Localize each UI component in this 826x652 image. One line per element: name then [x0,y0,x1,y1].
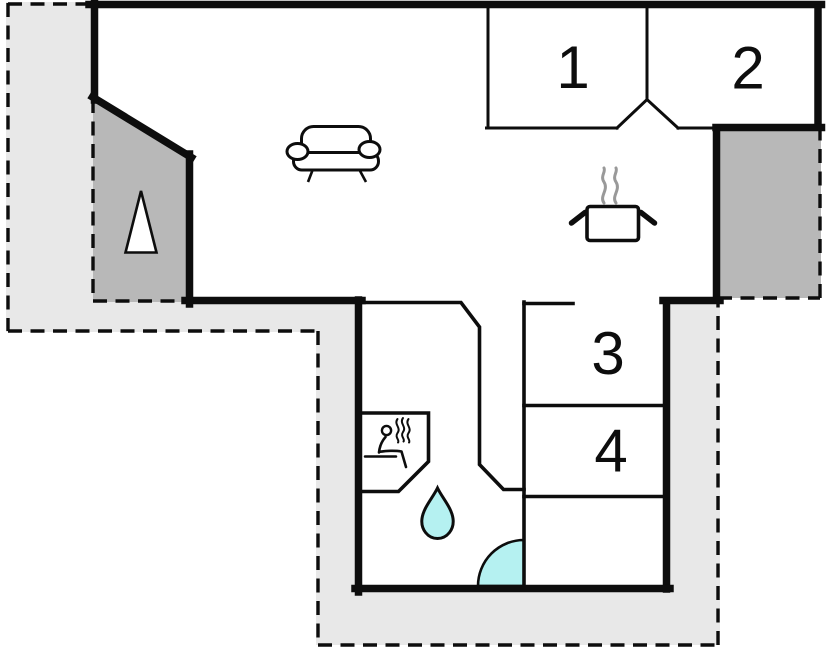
sofa-armrest-left [285,142,310,161]
sauna-room-walls [356,411,431,494]
terrace-boundary [6,2,822,647]
sauna-person-body [377,435,408,469]
room-labels: 1 2 3 4 [556,34,764,485]
house-interior [92,2,821,589]
cooking-pot-icon [568,166,658,243]
sofa-seat [292,151,380,172]
sauna-person-head [380,424,393,437]
tree-icon [123,190,159,254]
sauna-icon [363,417,411,469]
room-2-label: 2 [731,35,764,102]
sofa-armrest-right [357,140,382,159]
terrace-wing-right-column [664,300,720,645]
terrace-left-strip [6,301,359,332]
pot-steam [601,166,619,205]
interior-walls [356,6,715,588]
sauna-steam [395,417,411,444]
terrace-bottom-strip [316,587,720,645]
sofa-icon [285,125,382,183]
covered-terrace-right [717,130,821,298]
terrace-left-column [6,2,93,332]
pot-body [585,204,641,243]
hallway-walls [356,300,526,492]
room-3-label: 3 [591,320,624,387]
pot-handles [568,209,658,226]
wall-left-diagonal [87,91,197,163]
room-1-label: 1 [556,34,589,101]
water-drop-icon [420,484,455,541]
exterior-walls [85,0,826,596]
room-4-label: 4 [594,418,627,485]
